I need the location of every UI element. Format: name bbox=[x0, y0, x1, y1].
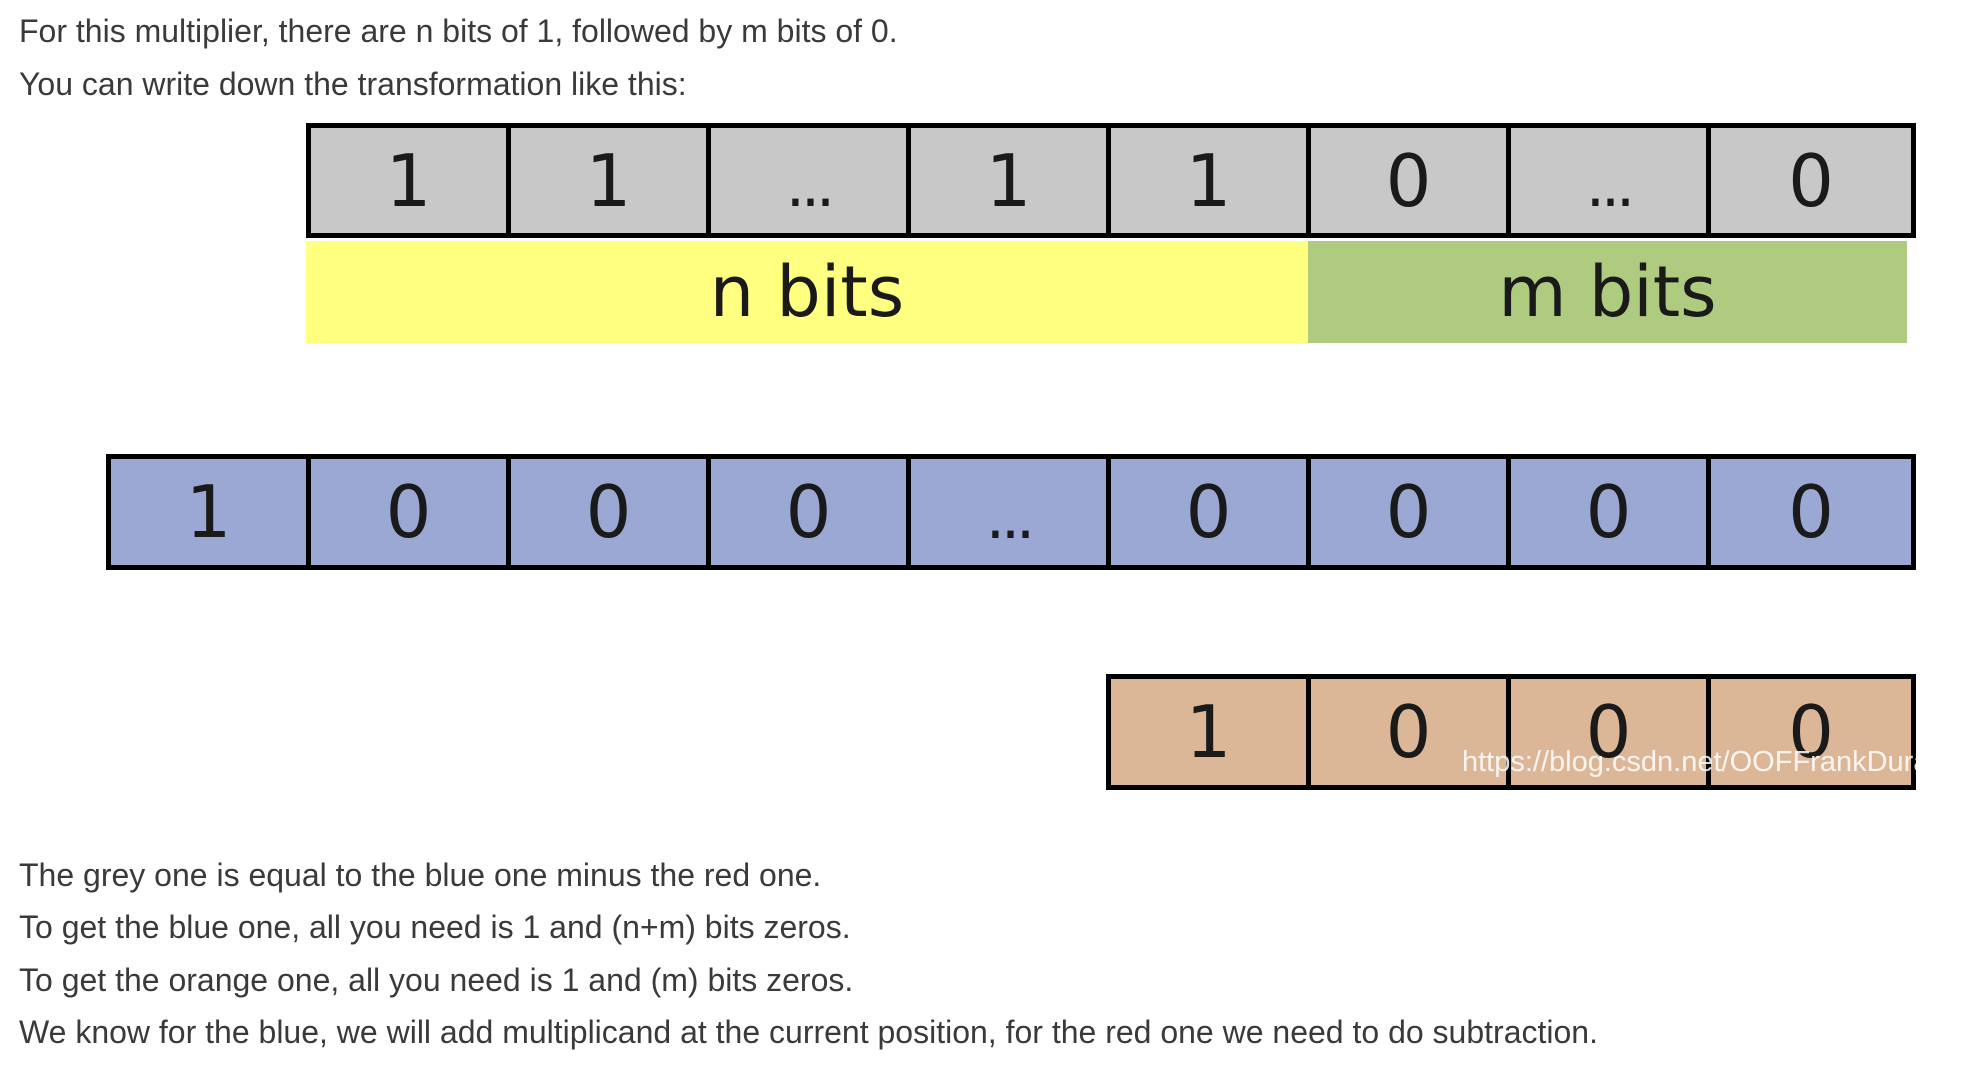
grey-cell-ellipsis: ... bbox=[1511, 128, 1711, 233]
watermark-url: https://blog.csdn.net/OOFFrankDura bbox=[1462, 746, 1930, 778]
blue-row: 1 0 0 0 ... 0 0 0 0 bbox=[106, 454, 1916, 570]
grey-cell: 1 bbox=[1111, 128, 1311, 233]
blue-cell: 0 bbox=[1111, 459, 1311, 565]
m-bits-band: m bits bbox=[1308, 241, 1907, 343]
grey-cell: 1 bbox=[911, 128, 1111, 233]
outro-line-3: To get the orange one, all you need is 1… bbox=[19, 962, 854, 998]
grey-multiplier-row: 1 1 ... 1 1 0 ... 0 bbox=[306, 123, 1916, 238]
blue-cell: 0 bbox=[511, 459, 711, 565]
blue-cell: 0 bbox=[1788, 470, 1834, 554]
grey-cell: 1 bbox=[511, 128, 711, 233]
orange-row: 1 0 0 0 bbox=[1106, 674, 1916, 790]
outro-line-2: To get the blue one, all you need is 1 a… bbox=[19, 909, 851, 945]
blue-cell: 0 bbox=[311, 459, 511, 565]
blue-cell: 0 bbox=[1311, 459, 1511, 565]
orange-cell: 0 bbox=[1511, 679, 1711, 785]
orange-cell: 1 bbox=[1111, 679, 1311, 785]
outro-line-1: The grey one is equal to the blue one mi… bbox=[19, 857, 822, 893]
grey-cell: 0 bbox=[1788, 138, 1834, 223]
grey-cell-ellipsis: ... bbox=[711, 128, 911, 233]
intro-line-1: For this multiplier, there are n bits of… bbox=[19, 13, 898, 49]
grey-cell: 0 bbox=[1311, 128, 1511, 233]
orange-cell: 0 bbox=[1311, 679, 1511, 785]
blue-cell: 1 bbox=[111, 459, 311, 565]
n-bits-band: n bits bbox=[306, 241, 1308, 343]
blue-cell: 0 bbox=[711, 459, 911, 565]
outro-line-4: We know for the blue, we will add multip… bbox=[19, 1014, 1598, 1050]
blue-cell-ellipsis: ... bbox=[911, 459, 1111, 565]
blue-cell: 0 bbox=[1511, 459, 1711, 565]
intro-line-2: You can write down the transformation li… bbox=[19, 66, 687, 102]
grey-cell: 1 bbox=[311, 128, 511, 233]
orange-cell: 0 bbox=[1788, 690, 1834, 774]
